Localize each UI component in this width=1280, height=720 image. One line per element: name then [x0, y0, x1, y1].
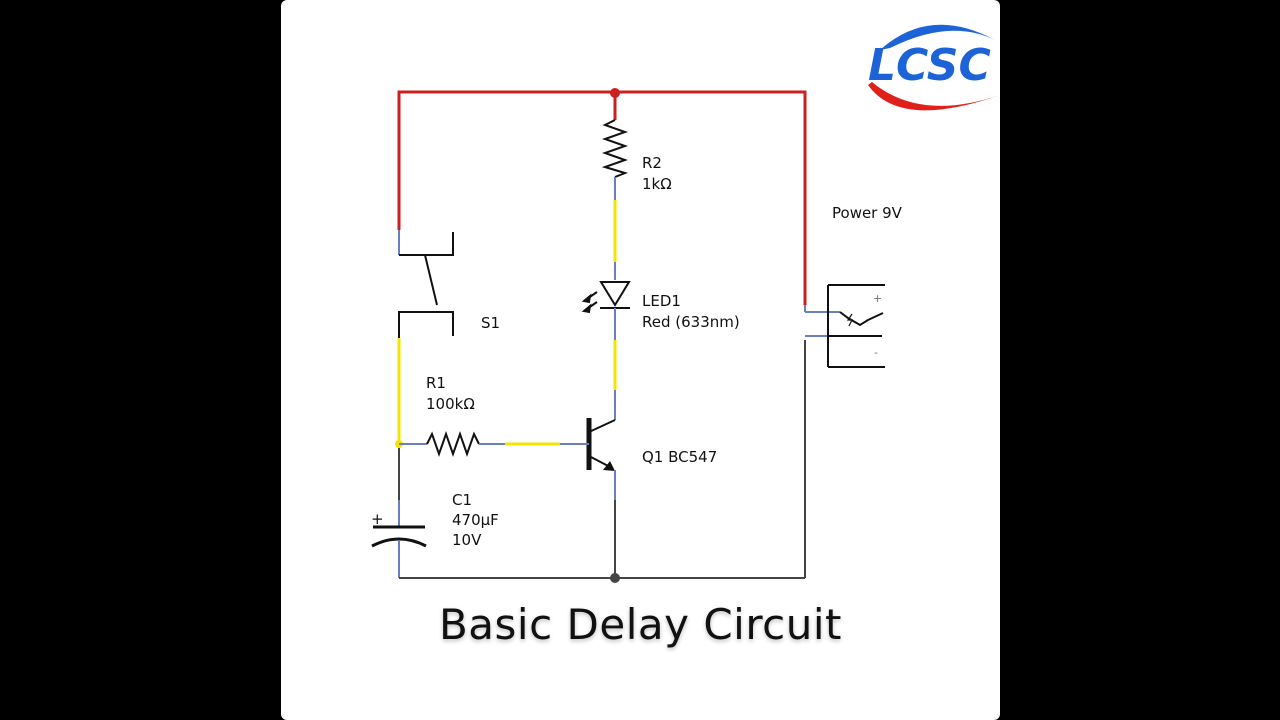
logo-text: LCSC	[868, 40, 991, 91]
r2-value: 1kΩ	[642, 175, 672, 193]
logo-swoosh-top	[880, 24, 995, 50]
positive-rail	[397, 90, 807, 305]
c1-name: C1	[452, 491, 472, 509]
diagram-card	[281, 0, 1000, 720]
c1-polarity: +	[371, 510, 384, 528]
q1-transistor	[560, 418, 616, 471]
led1-value: Red (633nm)	[642, 313, 740, 331]
lcsc-logo: LCSC	[868, 24, 1000, 111]
positive-junction	[610, 88, 620, 98]
r1-value: 100kΩ	[426, 395, 475, 413]
r1-name: R1	[426, 374, 446, 392]
diagram-caption: Basic Delay Circuit	[438, 600, 843, 649]
power-plus: +	[873, 292, 882, 305]
s1-name: S1	[481, 314, 500, 332]
r1-resistor	[399, 430, 505, 458]
power-label: Power 9V	[832, 204, 903, 222]
s1-switch	[398, 230, 454, 338]
power-minus: -	[874, 346, 878, 359]
c1-capacitor	[371, 448, 427, 578]
power-connector	[804, 284, 885, 368]
q1-name: Q1 BC547	[642, 448, 717, 466]
led1-diode	[581, 281, 631, 314]
r2-name: R2	[642, 154, 662, 172]
ground-rail	[399, 340, 806, 579]
ground-junction	[610, 573, 620, 583]
r2-resistor	[601, 119, 629, 200]
c1-value: 470µF	[452, 511, 499, 529]
logo-swoosh-bottom	[868, 82, 1000, 111]
c1-voltage: 10V	[452, 531, 482, 549]
led1-name: LED1	[642, 292, 681, 310]
